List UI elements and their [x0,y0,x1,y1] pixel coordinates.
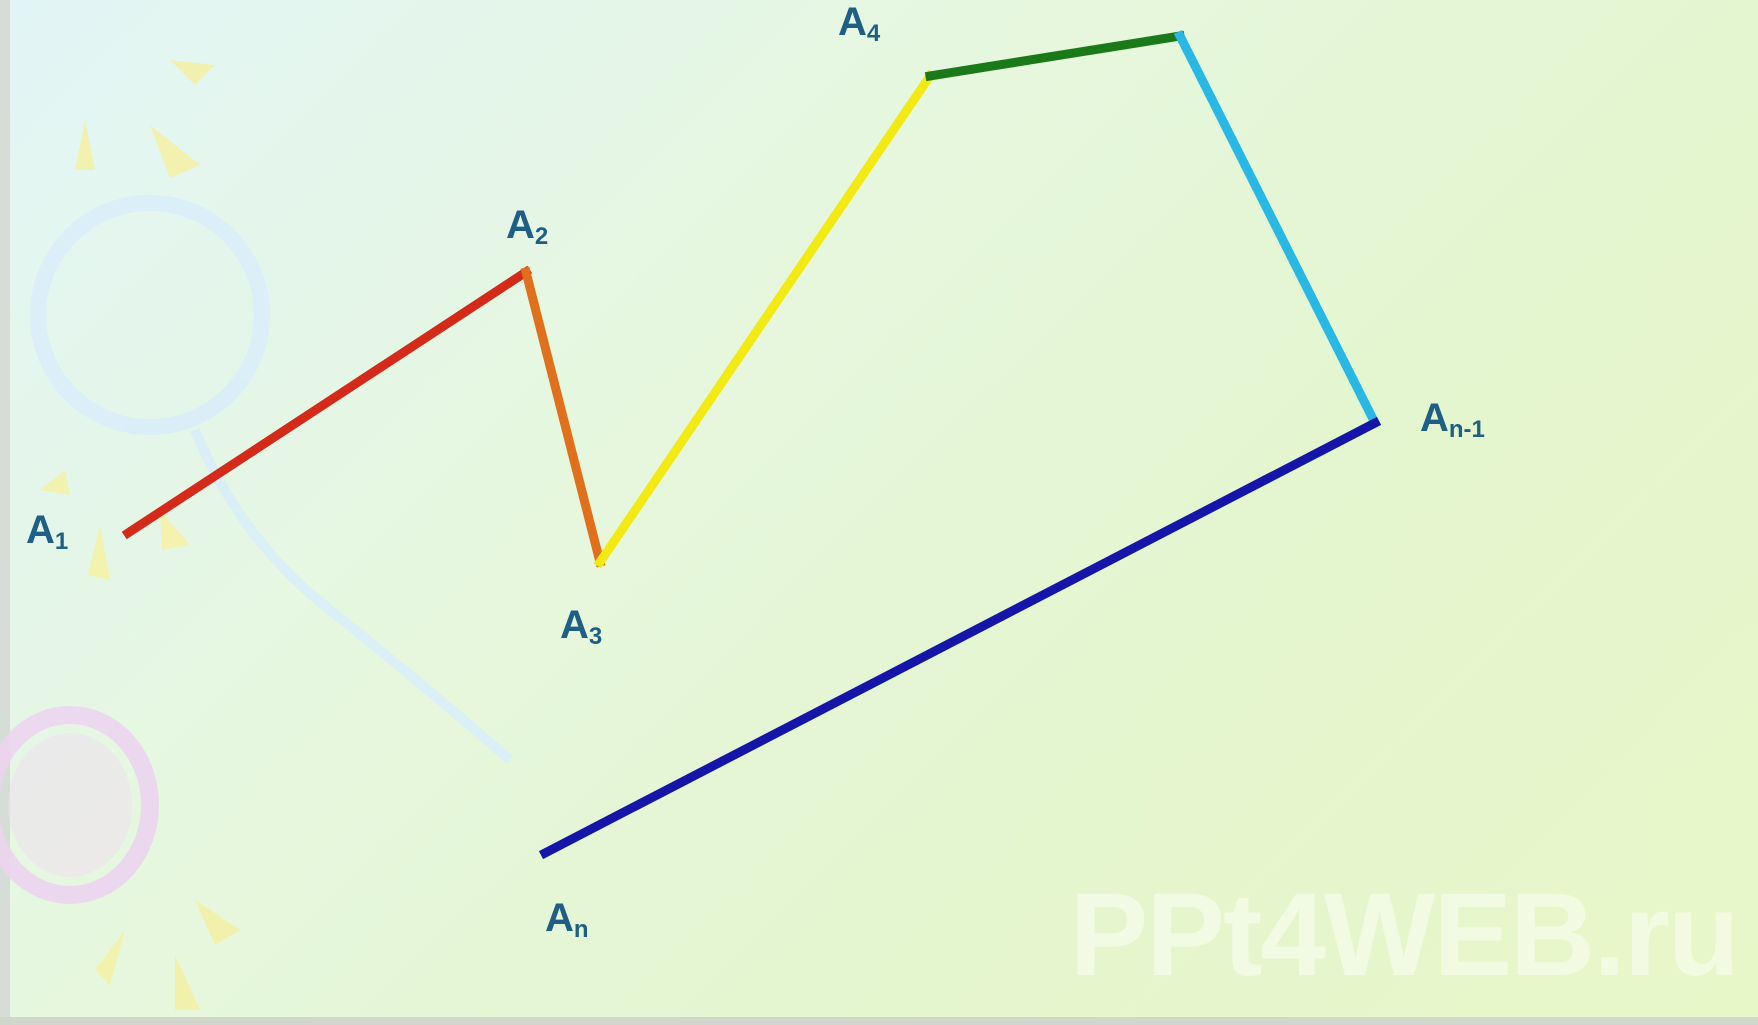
watermark: PPt4WEB.ru [1069,869,1740,1001]
segment-a3-a4 [593,69,937,569]
vertex-label-a2: A2 [506,203,549,250]
sun-rays-bottom-left [95,900,240,1010]
segment-a4-a5 [924,30,1186,82]
vertex-label-a3: A3 [560,603,603,650]
left-frame-border [0,0,10,1025]
segment-an-1-an [538,416,1382,860]
balloon-pink-fill [8,733,132,877]
vertex-label-a4: A4 [838,0,881,47]
balloon-pink [0,706,159,904]
vertex-label-an-1: An-1 [1420,396,1485,443]
segment-a5-an-1 [1173,29,1382,430]
sun-rays-left-middle [40,470,190,580]
segment-a1-a2 [121,265,533,540]
bottom-frame-border [0,1017,1758,1025]
sun-rays-top-left [75,60,215,178]
vertex-label-an: An [545,896,589,943]
vertex-label-a1: A1 [26,508,69,555]
balloon-blue [30,195,514,764]
segment-a2-a3 [520,266,606,568]
